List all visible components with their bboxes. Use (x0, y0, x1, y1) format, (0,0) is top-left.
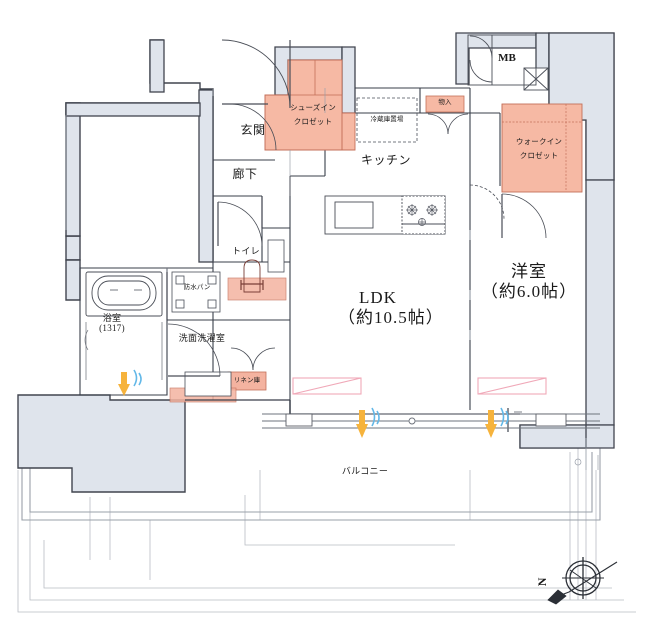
waterproof-pan (171, 271, 221, 313)
misc-detail-lines (65, 88, 599, 470)
bathroom-lower-fixture (84, 322, 163, 380)
exterior-wall-right (519, 179, 615, 449)
bathtub (85, 271, 163, 317)
vent-icon-western-room (485, 407, 509, 438)
walk-in-closet-area (501, 103, 583, 193)
shoes-in-closet-area (264, 59, 356, 151)
balcony-outline (21, 443, 601, 521)
vent-icon-ldk (356, 407, 380, 438)
exterior-wall-left (17, 394, 186, 493)
sliding-door-marks (289, 176, 471, 340)
exterior-wall-bottom-right (519, 424, 587, 449)
window-ldk (292, 377, 362, 395)
stove-burners (406, 204, 438, 226)
kitchen-counter (324, 195, 446, 235)
interior-partitions (79, 87, 501, 410)
refrigerator-space-outline (356, 97, 418, 143)
window-western-room (477, 377, 547, 395)
meter-box-outline (467, 34, 537, 86)
exterior-wall-left-upper (65, 235, 81, 261)
toilet-fixture (240, 259, 264, 293)
wall-column-entry (65, 39, 214, 263)
balcony-end-panels (285, 413, 567, 427)
entry-wall-structure (65, 39, 214, 261)
wall-band-left (65, 102, 81, 301)
vent-icon-bathroom (118, 369, 142, 396)
linen-storage-area (227, 371, 267, 391)
north-arrow-icon (547, 557, 618, 605)
toilet-floor-accent (227, 277, 287, 301)
storage-closet-area (425, 95, 465, 113)
toilet-tank (267, 239, 285, 273)
